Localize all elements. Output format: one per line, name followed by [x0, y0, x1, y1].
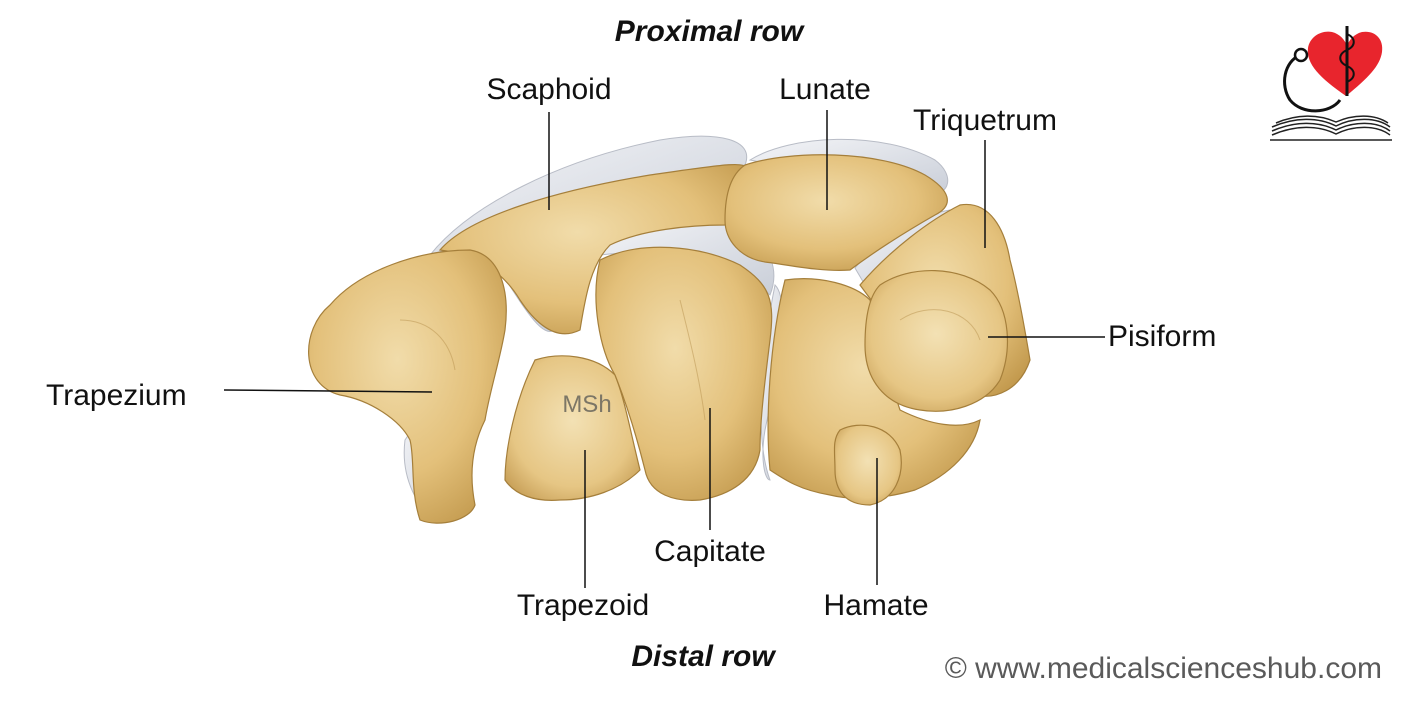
proximal-row-heading: Proximal row — [615, 15, 805, 48]
medical-logo — [1270, 26, 1392, 141]
triquetrum-label: Triquetrum — [913, 104, 1057, 137]
pisiform-label: Pisiform — [1108, 320, 1216, 353]
stethoscope-chestpiece-icon — [1293, 47, 1309, 63]
snake-icon — [1339, 33, 1355, 83]
trapezoid-label: Trapezoid — [517, 589, 649, 622]
distal-row-heading: Distal row — [631, 640, 776, 673]
copyright-credit: © www.medicalscienceshub.com — [945, 652, 1382, 685]
trapezium-leader — [223, 389, 433, 393]
capitate-bone — [595, 246, 773, 501]
text-labels: Proximal row Distal row Scaphoid Lunate … — [46, 15, 1382, 685]
trapezoid-bone — [504, 355, 641, 501]
lunate-label: Lunate — [779, 73, 871, 106]
scaphoid-label: Scaphoid — [486, 73, 611, 106]
hamate-hook — [833, 424, 902, 506]
bones — [308, 154, 1031, 524]
heart-icon — [1307, 31, 1383, 96]
capitate-label: Capitate — [654, 535, 766, 568]
trapezium-bone — [308, 249, 507, 524]
leader-lines — [223, 110, 1105, 588]
lunate-bone — [724, 154, 948, 271]
scaphoid-bone — [438, 163, 747, 335]
msh-label: MSh — [562, 391, 611, 418]
bone-shading — [399, 299, 981, 421]
open-book-icon — [1270, 115, 1392, 141]
pisiform-bone — [864, 270, 1008, 412]
hamate-label: Hamate — [823, 589, 928, 622]
trapezium-label: Trapezium — [46, 379, 187, 412]
stethoscope-icon — [1283, 53, 1342, 113]
